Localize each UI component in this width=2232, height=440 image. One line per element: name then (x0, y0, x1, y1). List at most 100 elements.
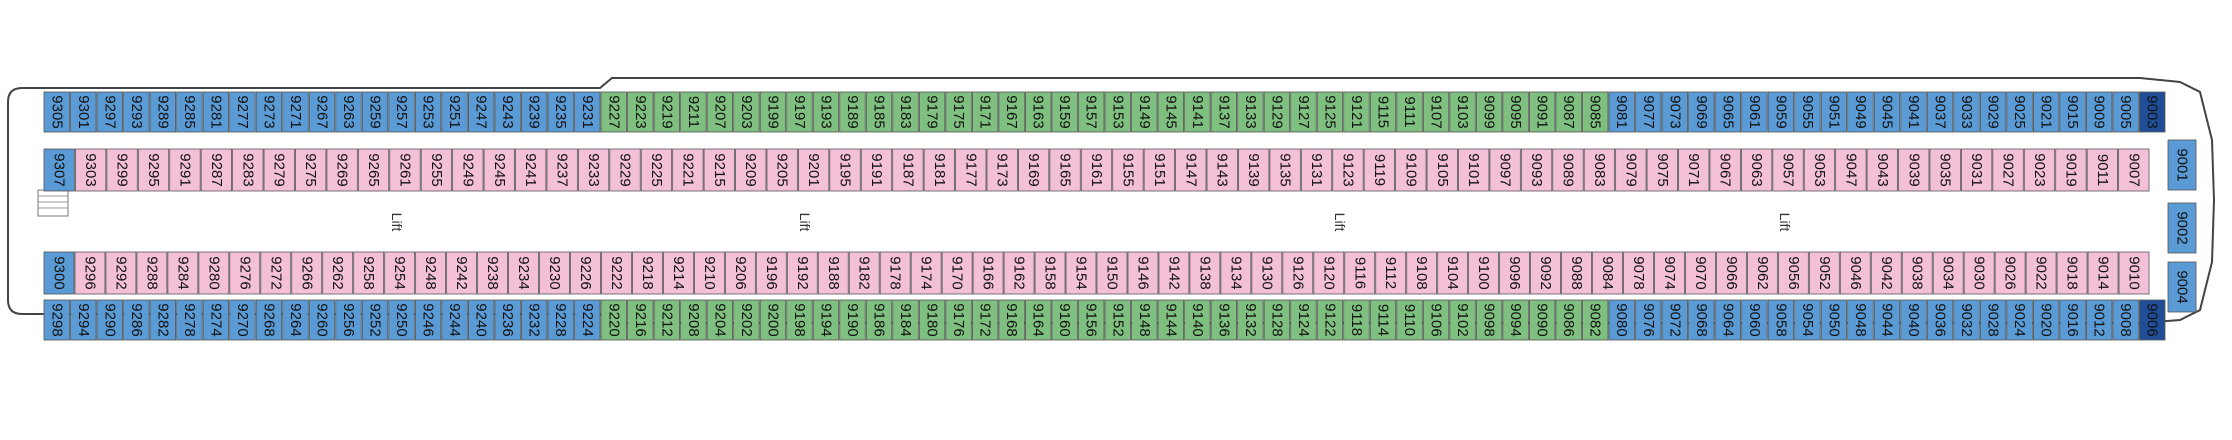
cabin-9259[interactable]: 9259 (361, 91, 389, 133)
cabin-9115[interactable]: 9115 (1369, 91, 1397, 133)
cabin-9021[interactable]: 9021 (2032, 91, 2060, 133)
cabin-9110[interactable]: 9110 (1396, 299, 1423, 341)
cabin-9077[interactable]: 9077 (1635, 91, 1662, 133)
cabin-9005[interactable]: 9005 (2112, 91, 2139, 133)
cabin-9239[interactable]: 9239 (521, 91, 548, 133)
cabin-9245[interactable]: 9245 (483, 148, 515, 192)
cabin-9043[interactable]: 9043 (1866, 148, 1898, 192)
cabin-9234[interactable]: 9234 (508, 251, 539, 295)
cabin-9060[interactable]: 9060 (1741, 299, 1768, 341)
cabin-9202[interactable]: 9202 (733, 299, 760, 341)
cabin-9253[interactable]: 9253 (414, 91, 442, 133)
cabin-9066[interactable]: 9066 (1716, 251, 1747, 295)
cabin-9046[interactable]: 9046 (1839, 251, 1871, 295)
cabin-9298[interactable]: 9298 (43, 299, 70, 341)
cabin-9083[interactable]: 9083 (1583, 148, 1616, 192)
cabin-9063[interactable]: 9063 (1740, 148, 1773, 192)
cabin-9015[interactable]: 9015 (2059, 91, 2086, 133)
cabin-9096[interactable]: 9096 (1499, 251, 1530, 295)
cabin-9294[interactable]: 9294 (70, 299, 97, 341)
cabin-9145[interactable]: 9145 (1157, 91, 1184, 133)
cabin-9224[interactable]: 9224 (574, 299, 601, 341)
cabin-9235[interactable]: 9235 (547, 91, 574, 133)
cabin-9198[interactable]: 9198 (786, 299, 813, 341)
cabin-9282[interactable]: 9282 (149, 299, 177, 341)
cabin-9131[interactable]: 9131 (1300, 148, 1333, 192)
cabin-9024[interactable]: 9024 (2006, 299, 2033, 341)
cabin-9248[interactable]: 9248 (415, 251, 447, 295)
cabin-9236[interactable]: 9236 (494, 299, 521, 341)
cabin-9215[interactable]: 9215 (703, 148, 735, 192)
cabin-9178[interactable]: 9178 (879, 251, 911, 295)
cabin-9020[interactable]: 9020 (2032, 299, 2060, 341)
cabin-9142[interactable]: 9142 (1158, 251, 1190, 295)
cabin-9212[interactable]: 9212 (653, 299, 681, 341)
cabin-9257[interactable]: 9257 (388, 91, 415, 133)
cabin-9163[interactable]: 9163 (1025, 91, 1052, 133)
cabin-9025[interactable]: 9025 (2006, 91, 2033, 133)
cabin-9141[interactable]: 9141 (1184, 91, 1211, 133)
cabin-9027[interactable]: 9027 (1992, 148, 2024, 192)
cabin-9305[interactable]: 9305 (43, 91, 70, 133)
cabin-9134[interactable]: 9134 (1220, 251, 1252, 295)
cabin-9289[interactable]: 9289 (149, 91, 177, 133)
cabin-9281[interactable]: 9281 (202, 91, 230, 133)
cabin-9233[interactable]: 9233 (577, 148, 610, 192)
cabin-9188[interactable]: 9188 (817, 251, 849, 295)
cabin-9177[interactable]: 9177 (955, 148, 987, 192)
cabin-9067[interactable]: 9067 (1709, 148, 1741, 192)
cabin-9048[interactable]: 9048 (1847, 299, 1874, 341)
cabin-9197[interactable]: 9197 (786, 91, 813, 133)
cabin-9247[interactable]: 9247 (467, 91, 495, 133)
cabin-9249[interactable]: 9249 (452, 148, 484, 192)
cabin-9041[interactable]: 9041 (1900, 91, 1927, 133)
cabin-9203[interactable]: 9203 (733, 91, 760, 133)
cabin-9002[interactable]: 9002 (2167, 202, 2197, 254)
cabin-9139[interactable]: 9139 (1238, 148, 1270, 192)
cabin-9047[interactable]: 9047 (1835, 148, 1867, 192)
cabin-9101[interactable]: 9101 (1458, 148, 1490, 192)
cabin-9009[interactable]: 9009 (2086, 91, 2113, 133)
cabin-9211[interactable]: 9211 (680, 91, 707, 133)
cabin-9160[interactable]: 9160 (1051, 299, 1078, 341)
cabin-9300[interactable]: 9300 (43, 251, 75, 295)
cabin-9269[interactable]: 9269 (326, 148, 358, 192)
cabin-9012[interactable]: 9012 (2086, 299, 2113, 341)
cabin-9186[interactable]: 9186 (865, 299, 893, 341)
cabin-9164[interactable]: 9164 (1025, 299, 1052, 341)
cabin-9023[interactable]: 9023 (2023, 148, 2056, 192)
cabin-9276[interactable]: 9276 (229, 251, 261, 295)
cabin-9146[interactable]: 9146 (1127, 251, 1159, 295)
cabin-9183[interactable]: 9183 (892, 91, 919, 133)
cabin-9038[interactable]: 9038 (1901, 251, 1933, 295)
cabin-9258[interactable]: 9258 (353, 251, 385, 295)
cabin-9241[interactable]: 9241 (515, 148, 547, 192)
cabin-9040[interactable]: 9040 (1900, 299, 1927, 341)
cabin-9190[interactable]: 9190 (839, 299, 866, 341)
cabin-9151[interactable]: 9151 (1143, 148, 1175, 192)
cabin-9090[interactable]: 9090 (1529, 299, 1556, 341)
cabin-9059[interactable]: 9059 (1767, 91, 1795, 133)
cabin-9123[interactable]: 9123 (1332, 148, 1364, 192)
cabin-9103[interactable]: 9103 (1449, 91, 1476, 133)
cabin-9218[interactable]: 9218 (632, 251, 663, 295)
cabin-9084[interactable]: 9084 (1592, 251, 1623, 295)
cabin-9206[interactable]: 9206 (724, 251, 756, 295)
cabin-9140[interactable]: 9140 (1184, 299, 1211, 341)
cabin-9108[interactable]: 9108 (1406, 251, 1438, 295)
cabin-9270[interactable]: 9270 (229, 299, 256, 341)
cabin-9093[interactable]: 9093 (1520, 148, 1553, 192)
cabin-9125[interactable]: 9125 (1316, 91, 1344, 133)
cabin-9307[interactable]: 9307 (43, 148, 75, 192)
cabin-9054[interactable]: 9054 (1794, 299, 1821, 341)
cabin-9285[interactable]: 9285 (176, 91, 203, 133)
cabin-9097[interactable]: 9097 (1489, 148, 1521, 192)
cabin-9133[interactable]: 9133 (1237, 91, 1264, 133)
cabin-9288[interactable]: 9288 (136, 251, 168, 295)
cabin-9278[interactable]: 9278 (176, 299, 203, 341)
cabin-9094[interactable]: 9094 (1502, 299, 1529, 341)
cabin-9128[interactable]: 9128 (1263, 299, 1291, 341)
cabin-9256[interactable]: 9256 (335, 299, 362, 341)
cabin-9126[interactable]: 9126 (1282, 251, 1314, 295)
cabin-9262[interactable]: 9262 (322, 251, 354, 295)
